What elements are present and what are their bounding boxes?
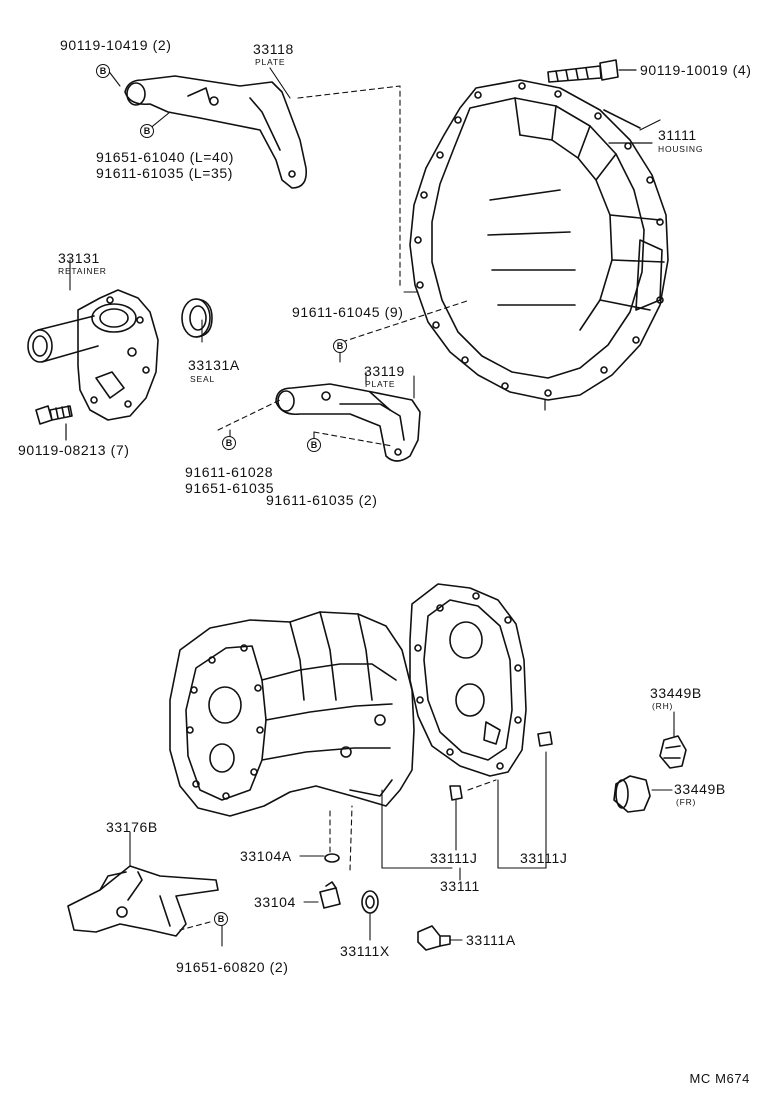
- marker-b-icon: B: [140, 124, 154, 138]
- marker-b-icon: B: [96, 64, 110, 78]
- label-91611-61035-l35: 91611-61035 (L=35): [96, 165, 234, 181]
- label-33104a: 33104A: [240, 848, 292, 864]
- label-33176b: 33176B: [106, 819, 158, 835]
- label-33131a: 33131A: [188, 357, 240, 373]
- plate-33118-drawing: [124, 75, 308, 189]
- label-33111j-a: 33111J: [430, 850, 478, 866]
- label-91611-61028: 91611-61028: [185, 464, 274, 480]
- label-33131a-desc: SEAL: [190, 374, 215, 384]
- label-33111a: 33111A: [466, 932, 516, 948]
- label-33119-desc: PLATE: [365, 379, 396, 389]
- diagram-code: MC M674: [689, 1071, 750, 1086]
- plate-33119-drawing: [275, 383, 421, 462]
- label-33449b-rh: 33449B: [650, 685, 702, 701]
- marker-b-icon: B: [333, 339, 347, 353]
- sleeve-33449b-drawing: [613, 735, 687, 813]
- label-91611-61045: 91611-61045 (9): [292, 304, 404, 320]
- label-33449b-fr-desc: (FR): [676, 797, 697, 807]
- label-33119: 33119: [364, 363, 405, 379]
- label-91651-61035: 91651-61035: [185, 480, 275, 496]
- label-33118-desc: PLATE: [255, 57, 286, 67]
- label-33131: 33131: [58, 250, 100, 266]
- leader-lines: [69, 64, 675, 947]
- label-33111x: 33111X: [340, 943, 390, 959]
- marker-b-icon: B: [307, 438, 321, 452]
- housing-31111-drawing: [409, 79, 669, 411]
- label-91611-61035-2: 91611-61035 (2): [266, 492, 378, 508]
- label-90119-08213: 90119-08213 (7): [18, 442, 130, 458]
- label-33118: 33118: [253, 41, 294, 57]
- seal-33131a-drawing: [181, 298, 213, 338]
- label-31111: 31111: [658, 127, 697, 143]
- adapter-plate-drawing: [409, 583, 527, 777]
- bolt-90119-10019-drawing: [547, 59, 637, 83]
- drain-plug-drawing: [319, 853, 451, 951]
- label-31111-desc: HOUSING: [658, 144, 704, 154]
- label-33131-desc: RETAINER: [58, 266, 107, 276]
- label-33104: 33104: [254, 894, 296, 910]
- label-33449b-rh-desc: (RH): [652, 701, 674, 711]
- label-33449b-fr: 33449B: [674, 781, 726, 797]
- label-33111j-b: 33111J: [520, 850, 568, 866]
- bracket-33176b-drawing: [67, 865, 219, 937]
- dowel-pins-drawing: [449, 731, 553, 801]
- marker-b-icon: B: [214, 912, 228, 926]
- marker-b-icon: B: [222, 436, 236, 450]
- retainer-33131-drawing: [27, 289, 159, 421]
- label-90119-10019: 90119-10019 (4): [640, 62, 752, 78]
- transmission-case-drawing: [169, 611, 415, 817]
- label-91651-61040: 91651-61040 (L=40): [96, 149, 235, 165]
- bolt-90119-08213-drawing: [35, 405, 73, 441]
- label-33111: 33111: [440, 878, 480, 894]
- label-91651-60820: 91651-60820 (2): [176, 959, 289, 975]
- label-90119-10419: 90119-10419 (2): [60, 37, 172, 53]
